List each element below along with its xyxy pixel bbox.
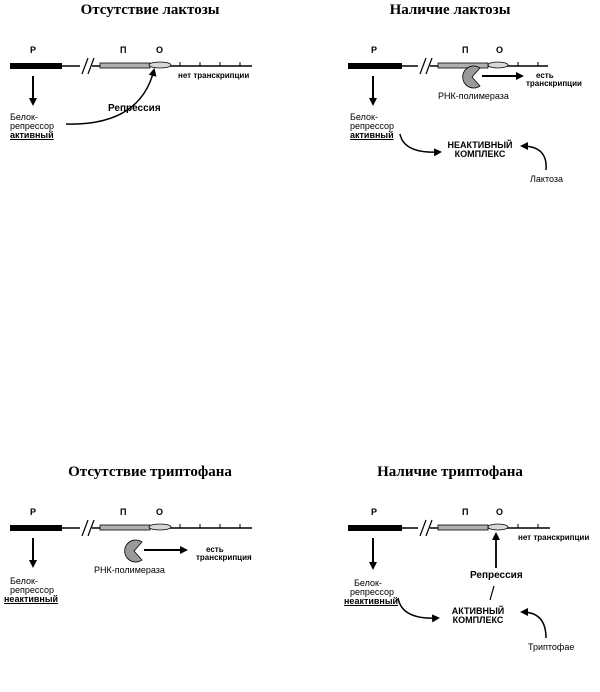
repressor-state: неактивный	[4, 594, 59, 604]
regulator-gene	[10, 63, 62, 69]
gene-label-operator: О	[156, 45, 164, 55]
inducer-arrow	[520, 142, 547, 171]
regulator-gene	[10, 525, 62, 531]
inducer-label: Лактоза	[530, 174, 564, 184]
break-mark	[81, 519, 89, 537]
promoter-region	[99, 62, 151, 69]
complex-label-1: АКТИВНЫЙ	[451, 606, 505, 616]
complex-arrow	[399, 133, 442, 157]
repressor-label-1: Белок-	[354, 578, 382, 588]
repressor-label-2: репрессор	[10, 121, 55, 131]
promoter-region	[437, 524, 489, 531]
gene-label-operator: О	[496, 45, 504, 55]
panel-lactose-present: Наличие лактозы Р П О есть транскрипции …	[300, 0, 600, 230]
gene-label-p: Р	[371, 507, 378, 517]
complex-label-1: НЕАКТИВНЫЙ	[447, 140, 513, 150]
dna-strand	[348, 519, 550, 537]
repressor-state: активный	[10, 130, 54, 140]
repressor-label-2: репрессор	[10, 585, 55, 595]
panel-title: Отсутствие лактозы	[80, 2, 220, 18]
regulator-gene	[348, 525, 402, 531]
gene-label-operator: О	[156, 507, 164, 517]
operator-region	[487, 61, 509, 69]
repression-arrow	[65, 68, 157, 125]
transcription-status-2: транскрипции	[526, 79, 582, 88]
break-mark	[81, 57, 89, 75]
panel-tryptophan-present: Наличие триптофана Р П О нет транскрипци…	[300, 462, 600, 692]
gene-label-p: Р	[371, 45, 378, 55]
gene-label-promoter: П	[462, 507, 469, 517]
operator-region	[148, 61, 172, 69]
gene-label-promoter: П	[462, 45, 469, 55]
operon-diagram	[348, 519, 550, 639]
operon-diagram	[10, 519, 252, 568]
transcription-status-1: есть	[536, 71, 554, 80]
complex-label-2: КОМПЛЕКС	[454, 149, 506, 159]
operon-diagram	[10, 57, 252, 125]
dna-strand	[10, 519, 252, 537]
gene-label-promoter: П	[120, 45, 127, 55]
repressor-state: неактивный	[344, 596, 399, 606]
break-mark	[87, 57, 95, 75]
promoter-region	[99, 524, 151, 531]
repressor-label-1: Белок-	[10, 112, 38, 122]
repressor-label-1: Белок-	[350, 112, 378, 122]
regulator-gene	[348, 63, 402, 69]
operator-region	[148, 523, 172, 531]
panel-tryptophan-absent: Отсутствие триптофана Р П О есть транскр…	[0, 462, 300, 692]
repression-label: Репрессия	[108, 103, 161, 114]
break-mark	[425, 57, 433, 75]
dna-strand	[10, 57, 252, 75]
rna-polymerase-icon	[124, 539, 143, 563]
repressor-label-1: Белок-	[10, 576, 38, 586]
transcription-status: нет транскрипции	[178, 71, 250, 80]
promoter-region	[437, 62, 489, 69]
transcription-status-2: транскрипция	[196, 553, 252, 562]
dna-strand	[348, 57, 548, 75]
panel-title: Отсутствие триптофана	[68, 464, 232, 480]
panel-title: Наличие лактозы	[389, 2, 511, 18]
break-mark	[419, 519, 427, 537]
panel-lactose-absent: Отсутствие лактозы Р П О нет транскрипци…	[0, 0, 300, 230]
gene-label-p: Р	[30, 45, 37, 55]
complex-arrow	[397, 597, 440, 623]
repressor-state: активный	[350, 130, 394, 140]
gene-label-promoter: П	[120, 507, 127, 517]
transcription-status: нет транскрипции	[518, 533, 590, 542]
gene-label-operator: О	[496, 507, 504, 517]
corepressor-arrow	[520, 608, 547, 639]
repression-connector	[489, 585, 495, 601]
operon-diagram	[348, 57, 548, 171]
break-mark	[87, 519, 95, 537]
transcription-status-1: есть	[206, 545, 224, 554]
polymerase-label: РНК-полимераза	[94, 565, 165, 575]
operator-region	[487, 523, 509, 531]
break-mark	[425, 519, 433, 537]
rna-polymerase-icon	[462, 65, 481, 89]
gene-label-p: Р	[30, 507, 37, 517]
repression-label: Репрессия	[470, 570, 523, 581]
corepressor-label: Триптофае	[528, 642, 575, 652]
complex-label-2: КОМПЛЕКС	[452, 615, 504, 625]
repressor-label-2: репрессор	[350, 587, 395, 597]
repressor-label-2: репрессор	[350, 121, 395, 131]
polymerase-label: РНК-полимераза	[438, 91, 509, 101]
panel-title: Наличие триптофана	[377, 464, 523, 480]
break-mark	[419, 57, 427, 75]
